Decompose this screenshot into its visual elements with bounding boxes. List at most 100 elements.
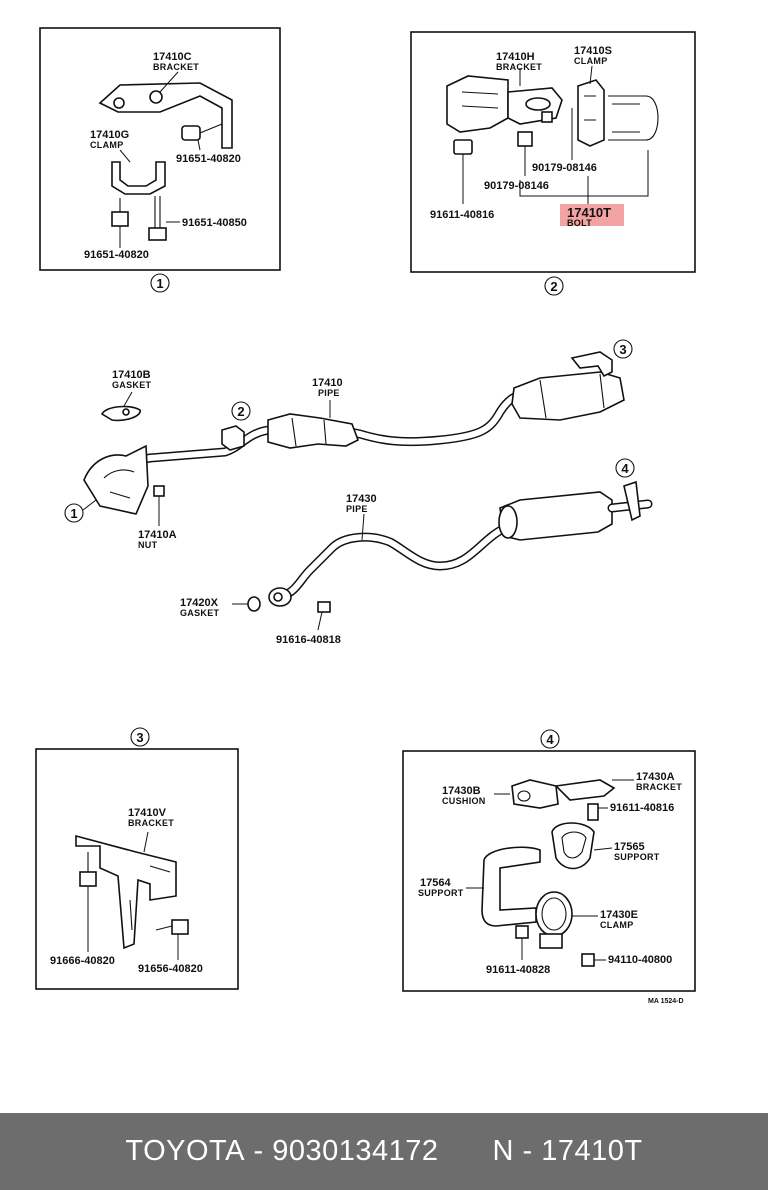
bolt-head-91656 [171,919,189,935]
bolt-head-a [181,125,201,141]
callout-3: 3 [619,342,626,357]
label-bolt: BOLT [567,218,592,228]
bolt-91616-shape [317,601,331,613]
callout-2: 2 [237,404,244,419]
view-1-frame [39,27,281,271]
label-17565: 17565 [614,841,645,853]
label-17410c: 17410C [153,51,192,63]
label-91656-40820: 91656-40820 [138,963,203,975]
clamp-lug [539,933,563,949]
view-3-frame [35,748,239,990]
label-pipe: PIPE [318,388,340,398]
footer-part-code: 17410T [541,1135,643,1167]
view-3-number: 3 [136,730,143,745]
label-17410g: 17410G [90,129,129,141]
label-17410s: 17410S [574,45,612,57]
view-4: 4 17430B CUSHION 17430A BRACKET 91611-40… [402,729,696,992]
gasket-17410b-shape [100,405,141,422]
label-90179-08146-b: 90179-08146 [484,180,549,192]
view-1-number-circle [150,273,170,293]
footer-separator-2: - [513,1135,542,1167]
label-17410: 17410 [312,377,343,389]
label-91666-40820: 91666-40820 [50,955,115,967]
drawing-code: MA 1524-D [648,998,684,1005]
label-nut: NUT [138,540,158,550]
bolt-head-91666 [79,871,97,887]
bracket-hole-a [149,90,163,104]
label-clamp-2: CLAMP [574,56,608,66]
bracket-slot [525,97,551,111]
view-1: 17410C BRACKET 91651-40820 17410G CLAMP … [39,27,281,293]
view-3: 3 17410V BRACKET 91666-40820 91656-40820 [35,727,239,990]
view-2-frame [410,31,696,273]
footer-separator-1: - [244,1135,273,1167]
nut-a [517,131,533,147]
callout-3-circle [613,339,633,359]
callout-1: 1 [70,506,77,521]
muffler-rear [511,371,625,421]
label-17410b: 17410B [112,369,151,381]
callout-4-circle [615,458,635,478]
label-90179-08146-a: 90179-08146 [532,162,597,174]
exhaust-parts-diagram: 17410C BRACKET 91651-40820 17410G CLAMP … [35,27,696,1005]
support-17564-shape [481,846,541,927]
label-91611-40816: 91611-40816 [430,209,494,221]
hanger-4 [623,480,641,522]
bolt-91611-40828-shape [515,925,529,939]
callout-4: 4 [621,461,629,476]
view-3-number-circle [130,727,150,747]
main-exhaust: 17410B GASKET 17410 PIPE 17410A NUT 1743… [64,339,653,646]
label-17410a: 17410A [138,529,177,541]
bracket-17410v-shape [75,834,177,950]
bolt-head-b [148,227,167,241]
callout-2-circle [231,401,251,421]
bolt-head-c [111,211,129,227]
label-91651-40820-c: 91651-40820 [84,249,149,261]
label-clamp-4: CLAMP [600,920,634,930]
view-1-number: 1 [156,276,163,291]
bracket-17410h-block [446,75,509,133]
nut-b [541,111,553,123]
support-17565-shape [551,822,595,870]
label-91611-40816-b: 91611-40816 [610,802,674,814]
nut-17410a-shape [153,485,165,497]
u-bolt [608,95,659,141]
clamp-17410g-shape [111,161,166,195]
footer-n-label: N [492,1135,514,1167]
label-17430a: 17430A [636,771,675,783]
label-bracket-3: BRACKET [128,818,174,828]
hanger-2 [221,425,245,451]
label-support: SUPPORT [614,852,660,862]
label-17430e: 17430E [600,909,638,921]
label-17410h: 17410H [496,51,535,63]
bolt-91611-40816-shape [587,803,599,821]
bracket-hole-b [113,97,125,109]
label-cushion: CUSHION [442,796,486,806]
bolt-head-91611 [453,139,473,155]
label-17430: 17430 [346,493,377,505]
label-17430b: 17430B [442,785,481,797]
hanger-3 [570,351,613,378]
muffler-inlet [498,505,518,539]
view-2: 17410H BRACKET 17410S CLAMP 90179-08146 … [410,31,696,296]
gasket-17420x-shape [247,596,261,612]
view-4-number: 4 [546,732,554,747]
label-bracket: BRACKET [153,62,199,72]
bracket-17430a-shape [554,779,616,801]
resonator-17410 [267,413,360,449]
clamp-17430e-shape [535,891,573,937]
label-91651-40850: 91651-40850 [182,217,247,229]
callout-1-circle [64,503,84,523]
bracket-17410c-shape [98,82,233,149]
label-gasket: GASKET [112,380,152,390]
manifold-flange [83,444,149,515]
view-2-number: 2 [550,279,557,294]
label-17420x: 17420X [180,597,219,609]
label-support-2: SUPPORT [418,888,464,898]
label-clamp: CLAMP [90,140,124,150]
label-pipe-2: PIPE [346,504,368,514]
label-bracket-4: BRACKET [636,782,682,792]
view-2-number-circle [544,276,564,296]
label-gasket-2: GASKET [180,608,220,618]
